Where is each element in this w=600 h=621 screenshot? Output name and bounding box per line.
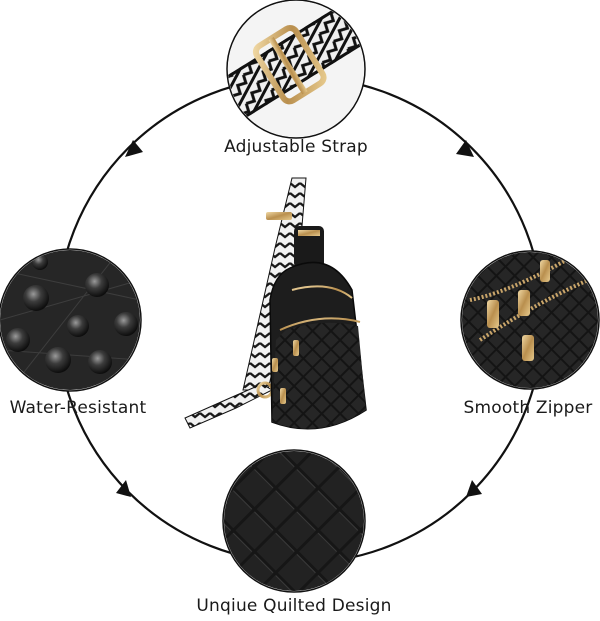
feature-label-adjustable-strap: Adjustable Strap — [224, 137, 368, 157]
feature-label-water-resistant: Water-Resistant — [9, 398, 147, 418]
quilted-image — [222, 449, 366, 593]
feature-label-smooth-zipper: Smooth Zipper — [463, 398, 593, 418]
sling-bag-image — [184, 177, 367, 430]
strap-buckle-image — [226, 0, 366, 139]
feature-label-quilted-design: Unqiue Quilted Design — [196, 596, 392, 616]
arrow-icon — [116, 140, 482, 497]
zipper-image — [460, 250, 600, 390]
water-droplets-image — [0, 248, 142, 392]
